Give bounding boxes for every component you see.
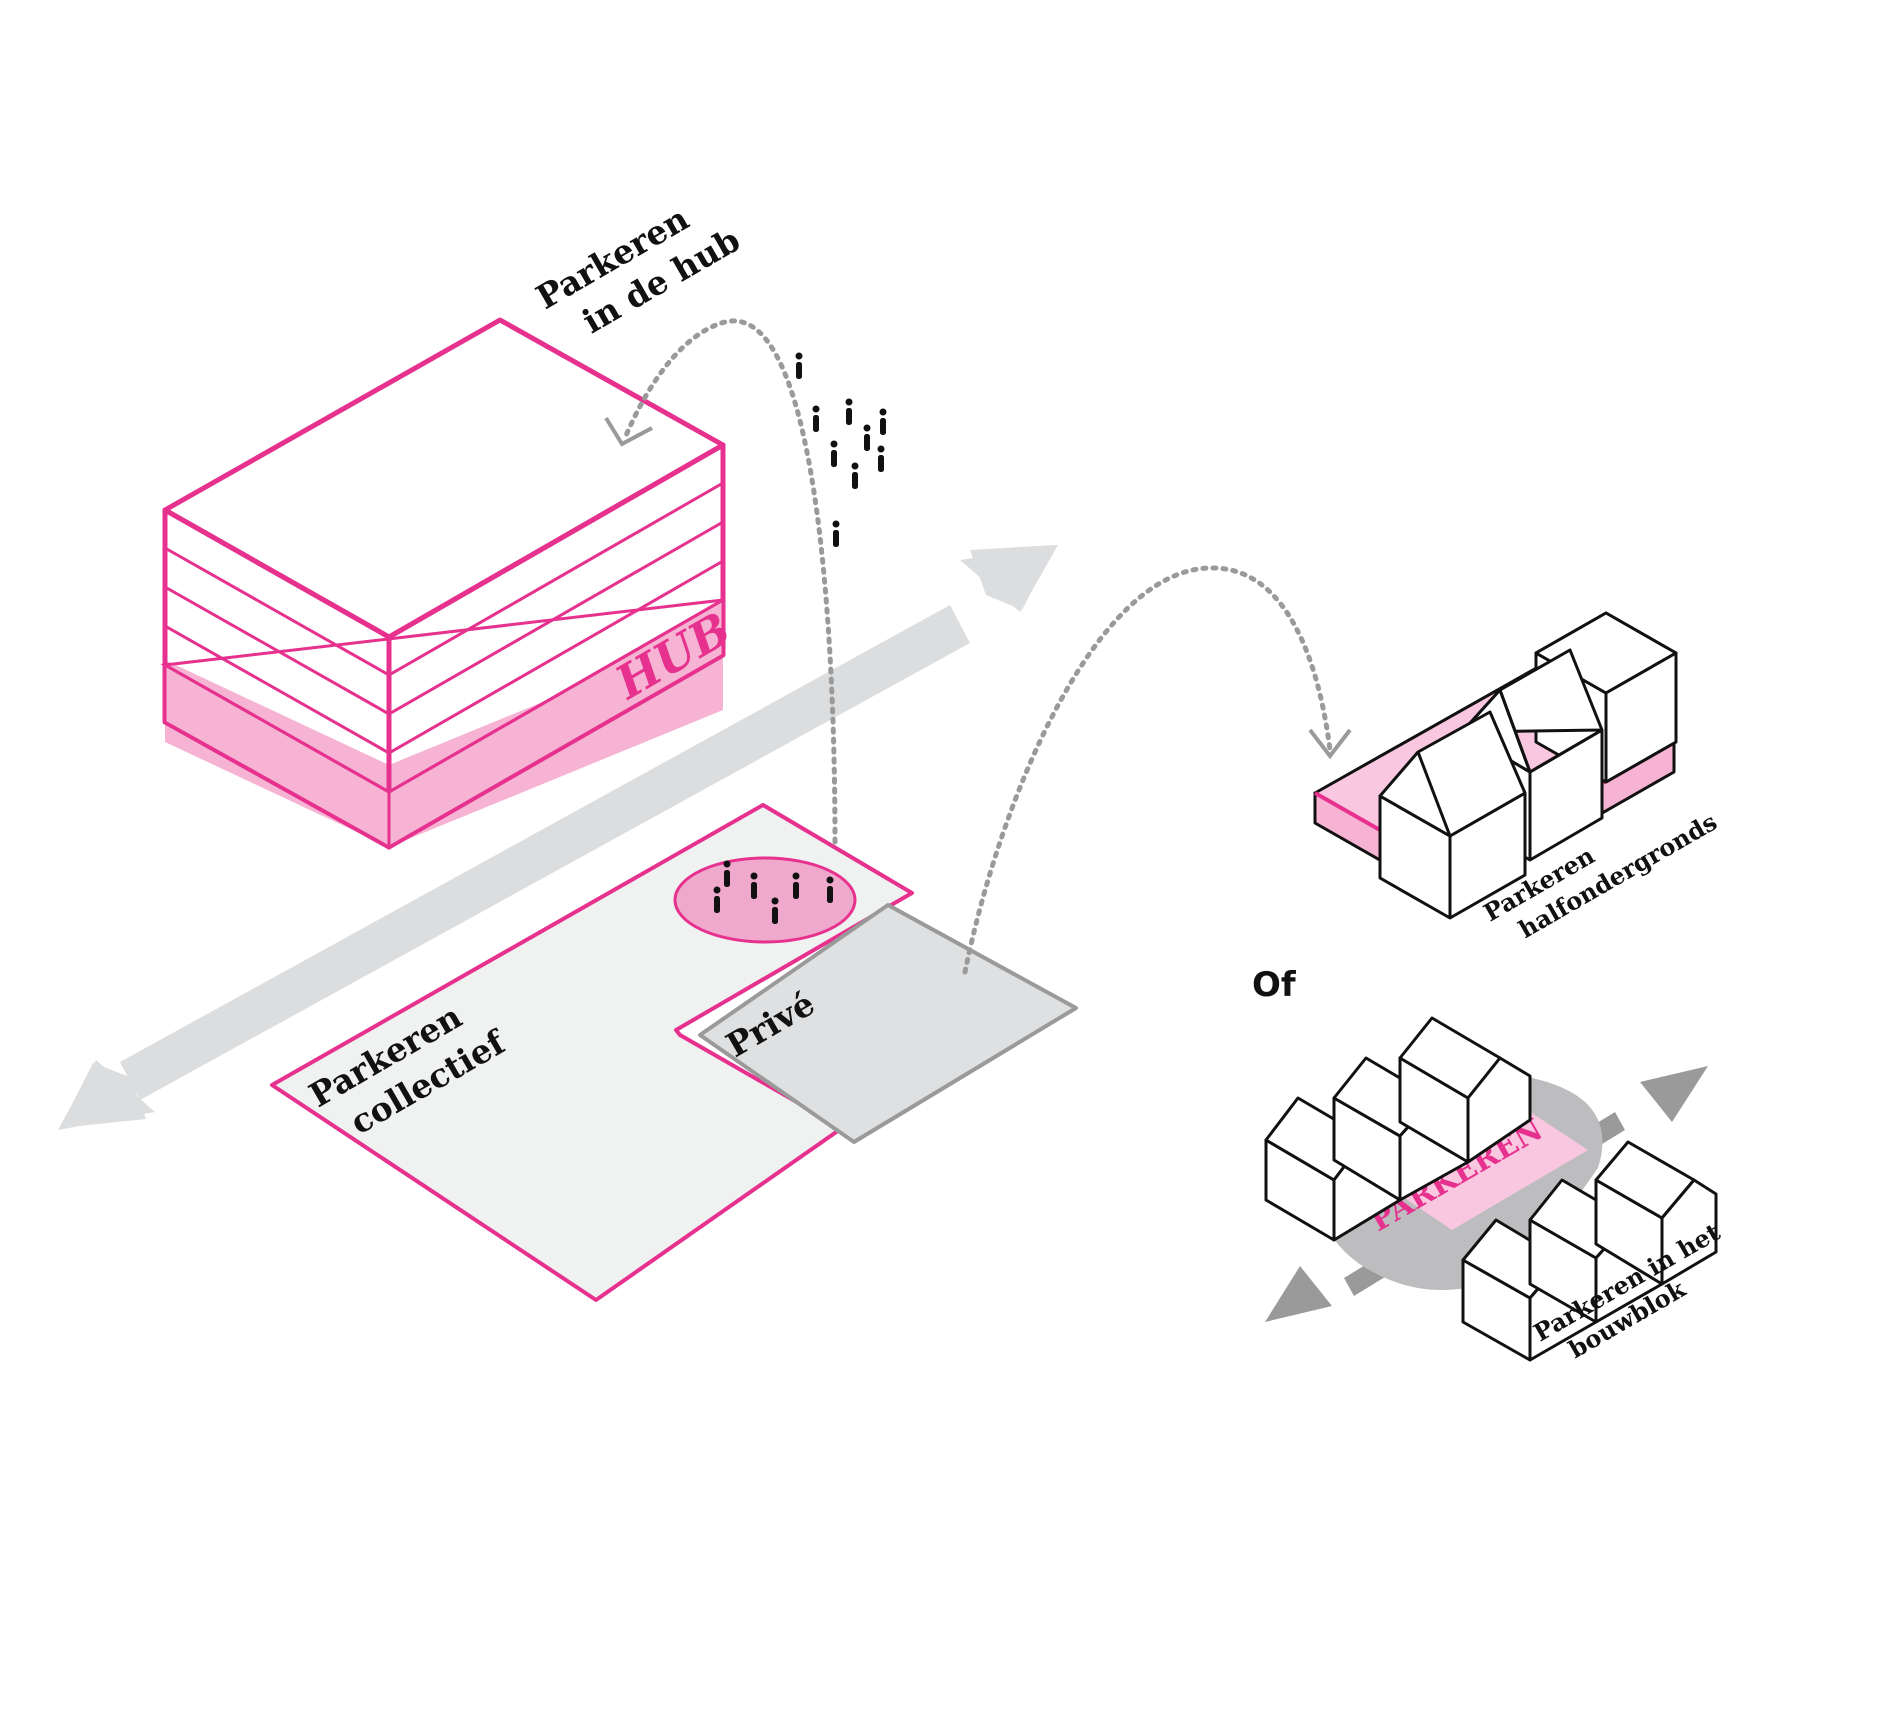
person-icon [879,408,887,435]
person-icon [851,462,859,489]
person-icon [795,352,803,379]
dotted-arrow-to-hub-icon [604,318,838,845]
house-icon [1378,710,1527,920]
half-underground-parking-block [1313,611,1678,920]
person-icon [771,897,779,924]
people-group-walking [795,352,887,547]
back-row-houses [1264,1016,1532,1242]
collective-parking-lot [270,803,914,1302]
house-icon [1594,1140,1718,1286]
person-icon [877,445,885,472]
person-icon [723,860,731,887]
person-icon [830,440,838,467]
house-icon [1534,611,1678,784]
person-icon [713,886,721,913]
person-icon [863,424,871,451]
person-icon [792,872,800,899]
person-icon [832,520,840,547]
or-label: Of [1252,965,1297,1005]
hub-parking-label: Parkeren in de hub [530,199,747,341]
front-row-houses [1461,1140,1718,1362]
person-icon [826,876,834,903]
person-icon [750,872,758,899]
private-parking-lot [698,903,1078,1144]
road-arrowheads [58,545,1058,1130]
house-icon [1398,1016,1532,1164]
person-icon [812,405,820,432]
dotted-arrow-to-block-icon [962,565,1352,975]
hub-building: HUB [160,317,740,850]
collective-people-ellipse [673,856,857,944]
person-icon [845,398,853,425]
